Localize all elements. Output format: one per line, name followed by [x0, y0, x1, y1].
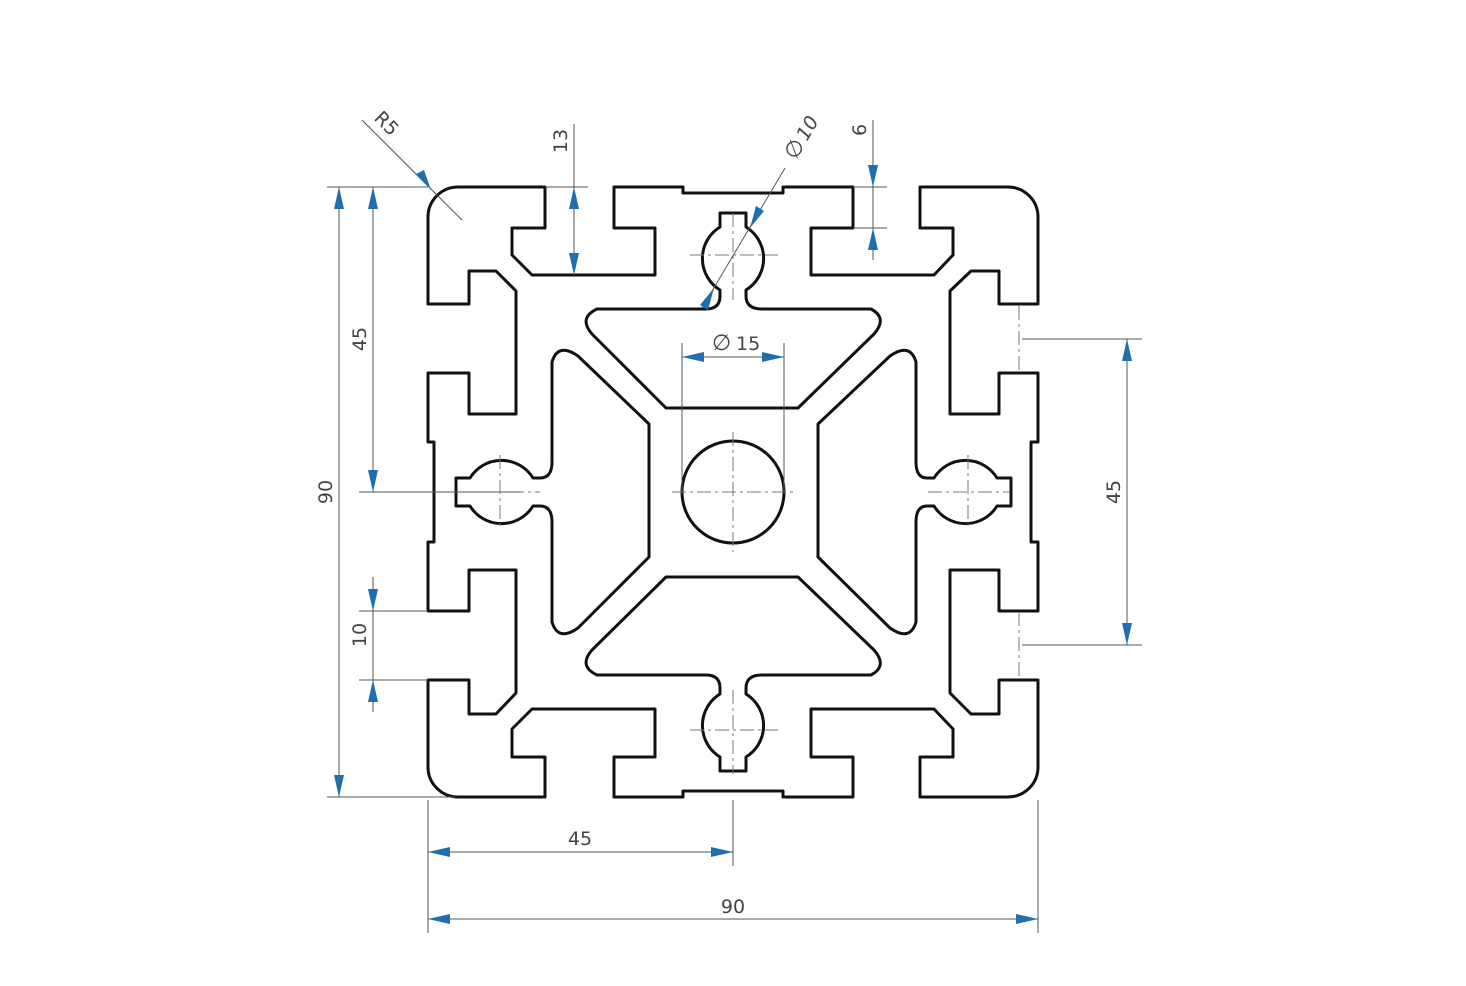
- dimension-lines: [327, 119, 1142, 933]
- half-width-label: 45: [568, 828, 592, 850]
- left-slot-keyhole: [454, 348, 651, 636]
- center-bore-value: 15: [736, 333, 760, 355]
- half-height-left-label: 45: [349, 327, 371, 351]
- lip-thickness-label: 6: [849, 124, 871, 136]
- small-bore-label: ∅ 10: [780, 112, 824, 163]
- overall-height-label: 90: [315, 480, 337, 504]
- top-slot-keyhole: [584, 211, 882, 410]
- half-height-right-label: 45: [1103, 480, 1125, 504]
- bottom-slot-keyhole: [584, 575, 882, 773]
- dimension-arrows: [334, 165, 1132, 924]
- slot-width-label: 10: [349, 623, 371, 647]
- right-slot-keyhole: [816, 348, 1013, 636]
- outer-boundary: [426, 185, 1040, 799]
- overall-width-label: 90: [721, 896, 745, 918]
- corner-radius-label: R5: [370, 107, 403, 140]
- center-bore-diameter-symbol: ∅: [712, 331, 731, 356]
- slot-depth-label: 13: [550, 129, 572, 153]
- centerlines: [460, 213, 1020, 774]
- center-bore-label: ∅ 15: [712, 331, 760, 356]
